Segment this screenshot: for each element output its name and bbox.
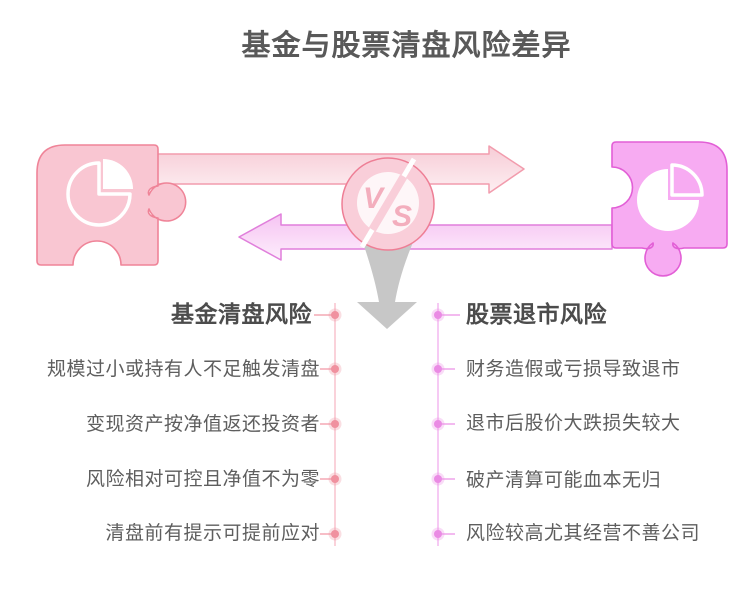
left-column-header: 基金清盘风险 bbox=[171, 301, 312, 327]
down-arrow-icon bbox=[357, 240, 417, 329]
left-connector bbox=[314, 303, 342, 546]
list-item: 退市后股价大跌损失较大 bbox=[466, 413, 681, 434]
left-connector-dots bbox=[328, 308, 342, 541]
list-item: 规模过小或持有人不足触发清盘 bbox=[46, 359, 320, 380]
left-puzzle-icon bbox=[36, 144, 187, 266]
vs-letter-s: S bbox=[392, 200, 412, 233]
pie-chart-icon bbox=[637, 163, 704, 231]
list-item: 财务造假或亏损导致退市 bbox=[466, 359, 681, 380]
vs-letter-v: V bbox=[363, 182, 386, 215]
right-connector-dots bbox=[431, 308, 445, 541]
right-puzzle-icon bbox=[611, 141, 728, 277]
vs-badge-icon: V S bbox=[341, 157, 435, 251]
page-title: 基金与股票清盘风险差异 bbox=[241, 30, 572, 62]
list-item: 风险相对可控且净值不为零 bbox=[85, 469, 320, 490]
right-arrow-icon bbox=[156, 145, 525, 194]
right-connector bbox=[431, 303, 460, 546]
pie-chart-icon bbox=[66, 159, 133, 227]
list-item: 破产清算可能血本无归 bbox=[466, 470, 662, 491]
right-column-header: 股票退市风险 bbox=[466, 301, 607, 327]
list-item: 变现资产按净值返还投资者 bbox=[85, 414, 320, 435]
list-item: 清盘前有提示可提前应对 bbox=[105, 523, 320, 544]
list-item: 风险较高尤其经营不善公司 bbox=[466, 523, 701, 544]
